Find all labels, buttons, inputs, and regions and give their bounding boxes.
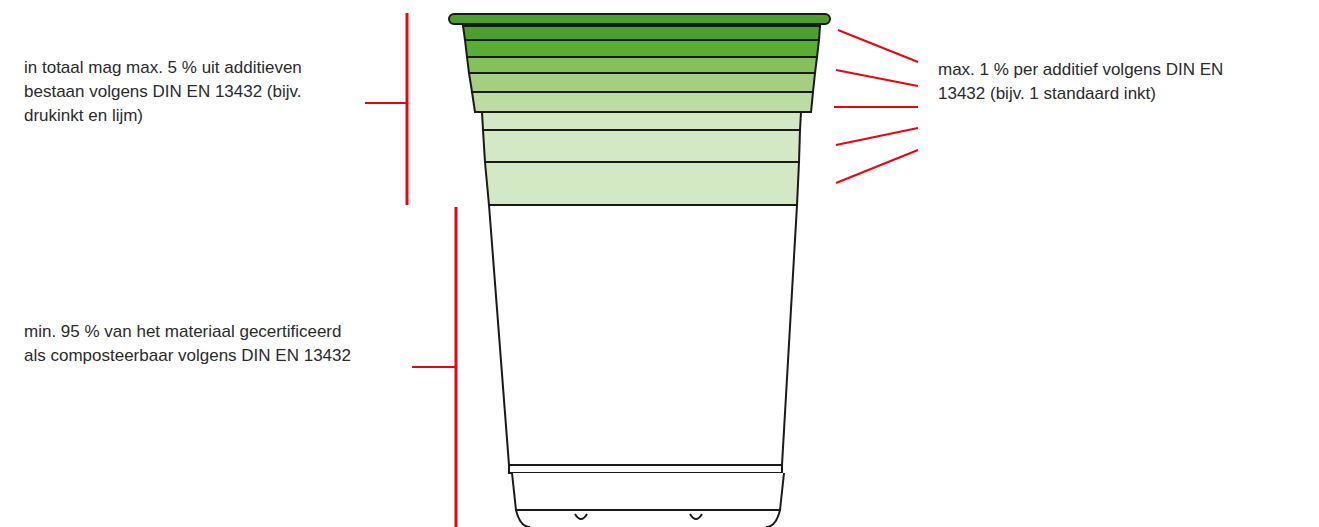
cup-bands xyxy=(463,26,820,205)
leader-lines xyxy=(365,13,918,527)
note-additives-total: in totaal mag max. 5 % uit additieven be… xyxy=(24,56,324,128)
note-compostable: min. 95 % van het materiaal gecertificee… xyxy=(24,320,354,368)
cup-body xyxy=(489,205,797,527)
cup-rim xyxy=(449,14,830,24)
note-additive-each: max. 1 % per additief volgens DIN EN 134… xyxy=(938,58,1258,106)
